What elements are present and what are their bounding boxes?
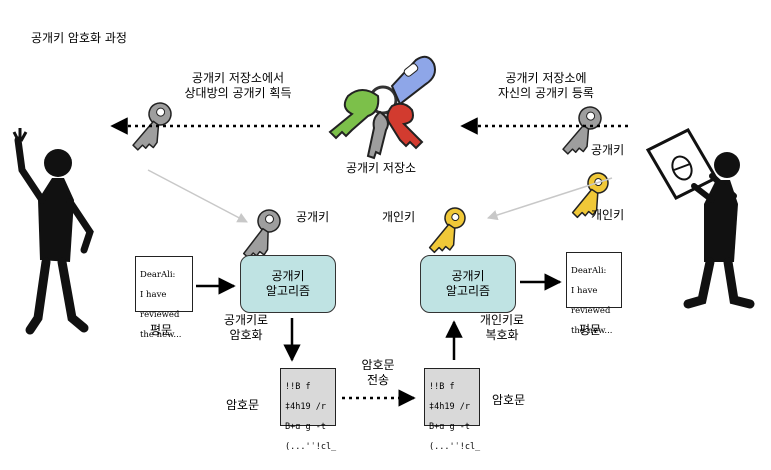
ciphertext-label-left: 암호문 — [226, 398, 260, 412]
doc-line: ‡4h19 /r — [429, 402, 470, 412]
left-top-label-line: 공개키 저장소에서 — [191, 71, 285, 85]
person-waving-icon — [12, 128, 94, 335]
doc-line: (...'ˈ!cl_ — [429, 442, 481, 452]
action-line: 개인키로 — [479, 313, 525, 327]
ciphertext-document-left: !!B f ‡4h19 /r B+ɑ g -t (...'ˈ!cl_ — [280, 368, 336, 452]
left-algo-key-label: 공개키 — [296, 210, 330, 224]
doc-line: B+ɑ g -t — [285, 422, 326, 432]
algo-box-line: 공개키 — [271, 269, 305, 283]
doc-line: the new... — [571, 326, 613, 336]
algo-box-line: 알고리즘 — [265, 284, 311, 298]
doc-line: !!B f — [285, 382, 311, 392]
doc-line: I have — [140, 290, 167, 300]
action-line: 암호화 — [229, 328, 263, 342]
left-top-label-line: 상대방의 공개키 획득 — [184, 86, 292, 100]
doc-line: reviewed — [571, 306, 611, 316]
right-top-label: 공개키 저장소에 자신의 공개키 등록 — [466, 71, 626, 101]
doc-line: (...'ˈ!cl_ — [285, 442, 337, 452]
left-top-label: 공개키 저장소에서 상대방의 공개키 획득 — [158, 71, 318, 101]
person-holding-sign-icon — [645, 128, 755, 309]
doc-line: !!B f — [429, 382, 455, 392]
plaintext-label-right: 평문 — [579, 323, 602, 337]
right-algo-key-label: 개인키 — [382, 210, 416, 224]
encrypt-action-label: 공개키로 암호화 — [214, 313, 278, 343]
doc-line: the new... — [140, 330, 182, 340]
doc-line: reviewed — [140, 310, 180, 320]
ciphertext-document-right: !!B f ‡4h19 /r B+ɑ g -t (...'ˈ!cl_ — [424, 368, 480, 452]
decrypt-action-label: 개인키로 복호화 — [470, 313, 534, 343]
key-ring-icon — [328, 55, 436, 160]
transmit-label-line: 암호문 — [361, 358, 395, 372]
plaintext-label-left: 평문 — [150, 323, 173, 337]
doc-line: ‡4h19 /r — [285, 402, 326, 412]
plaintext-document-right: DearAli: I have reviewed the new... — [566, 252, 622, 336]
transmit-label: 암호문 전송 — [350, 358, 406, 388]
page-title: 공개키 암호화 과정 — [31, 31, 127, 45]
algo-box-line: 알고리즘 — [445, 284, 491, 298]
right-algorithm-box: 공개키 알고리즘 — [420, 255, 516, 313]
right-public-key-label: 공개키 — [591, 143, 625, 157]
plaintext-document-left: DearAli: I have reviewed the new... — [135, 256, 193, 340]
key-icon — [427, 203, 469, 259]
right-top-label-line: 자신의 공개키 등록 — [498, 86, 594, 100]
action-line: 복호화 — [485, 328, 519, 342]
action-line: 공개키로 — [223, 313, 269, 327]
doc-line: B+ɑ g -t — [429, 422, 470, 432]
key-icon — [131, 97, 175, 158]
ciphertext-label-right: 암호문 — [492, 393, 526, 407]
algo-box-line: 공개키 — [451, 269, 485, 283]
key-store-label: 공개키 저장소 — [345, 161, 417, 175]
doc-line: DearAli: — [140, 270, 176, 280]
left-algorithm-box: 공개키 알고리즘 — [240, 255, 336, 313]
transmit-label-line: 전송 — [366, 373, 390, 387]
doc-line: I have — [571, 286, 598, 296]
right-private-key-label: 개인키 — [591, 208, 625, 222]
right-top-label-line: 공개키 저장소에 — [505, 71, 587, 85]
doc-line: DearAli: — [571, 266, 607, 276]
